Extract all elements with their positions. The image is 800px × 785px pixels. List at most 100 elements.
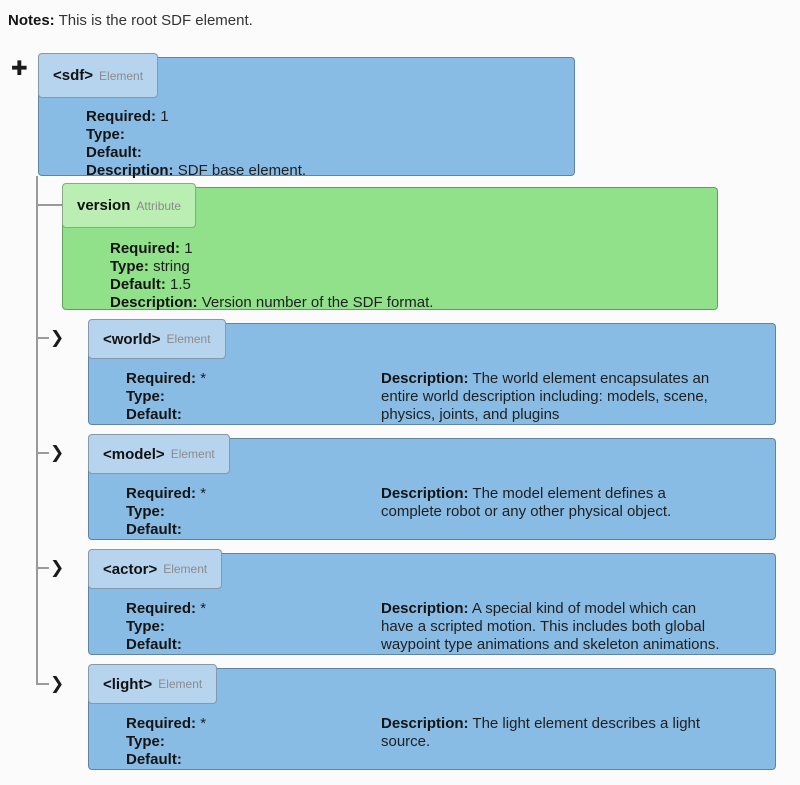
- type-row: Type:: [86, 126, 562, 144]
- tree-branch-actor: [36, 567, 49, 569]
- expand-chevron-icon-actor[interactable]: ❯: [50, 558, 65, 577]
- description-block: Description: The world element encapsula…: [381, 370, 765, 424]
- attribute-name: version: [77, 197, 131, 214]
- description-line: complete robot or any other physical obj…: [381, 503, 672, 520]
- required-value: *: [200, 715, 207, 732]
- description-row: Description: The world element encapsula…: [381, 370, 765, 388]
- element-card-model: <model> Element Required: * Type: Defaul…: [88, 434, 776, 540]
- tag-kind-label: Element: [99, 68, 144, 83]
- default-label: Default:: [126, 751, 182, 768]
- element-tab-light[interactable]: <light> Element: [88, 664, 218, 704]
- attribute-tab-version[interactable]: version Attribute: [62, 183, 197, 228]
- description-block: Description: A special kind of model whi…: [381, 600, 765, 654]
- description-label: Description:: [381, 485, 469, 502]
- required-value: *: [200, 485, 207, 502]
- type-row: Type:: [126, 503, 761, 521]
- type-label: Type:: [126, 503, 165, 520]
- required-value: *: [200, 370, 207, 387]
- type-row: Type: string: [110, 258, 705, 276]
- tree-branch-world: [36, 337, 49, 339]
- description-value: Version number of the SDF format.: [201, 294, 434, 311]
- default-label: Default:: [110, 276, 166, 293]
- required-row: Required: *: [126, 485, 761, 503]
- type-row: Type:: [126, 388, 761, 406]
- type-value: string: [153, 258, 190, 275]
- description-row: Description: Version number of the SDF f…: [110, 294, 705, 312]
- default-row: Default: 1.5: [110, 276, 705, 294]
- type-label: Type:: [126, 733, 165, 750]
- tag-kind-label: Element: [166, 332, 211, 346]
- required-row: Required: *: [126, 600, 761, 618]
- description-line: The light element describes a light: [472, 715, 701, 732]
- element-card-light: <light> Element Required: * Type: Defaul…: [88, 664, 776, 770]
- element-card-sdf: <sdf> Element Required: 1 Type: Default:…: [38, 53, 575, 179]
- attribute-kind-label: Attribute: [136, 198, 182, 213]
- tag-name: <actor>: [103, 560, 158, 578]
- description-row: Description: The model element defines a: [381, 485, 765, 503]
- element-details: Required: * Type: Default: Description: …: [89, 554, 775, 654]
- default-row: Default:: [126, 406, 761, 424]
- description-line: have a scripted motion. This includes bo…: [381, 618, 706, 635]
- default-label: Default:: [126, 636, 182, 653]
- description-label: Description:: [381, 600, 469, 617]
- notes-label: Notes:: [8, 12, 55, 29]
- required-label: Required:: [126, 600, 197, 617]
- required-label: Required:: [126, 370, 197, 387]
- type-label: Type:: [110, 258, 149, 275]
- required-label: Required:: [110, 240, 181, 257]
- element-tab-actor[interactable]: <actor> Element: [88, 549, 223, 589]
- type-label: Type:: [86, 126, 125, 143]
- expand-chevron-icon-light[interactable]: ❯: [50, 674, 65, 693]
- attribute-card-version: version Attribute Required: 1 Type: stri…: [62, 183, 718, 312]
- tag-name: <model>: [103, 445, 165, 463]
- required-value: *: [200, 600, 207, 617]
- description-label: Description:: [86, 162, 174, 179]
- required-label: Required:: [126, 715, 197, 732]
- expand-chevron-icon-world[interactable]: ❯: [50, 328, 65, 347]
- required-value: 1: [184, 240, 193, 257]
- element-card-world: <world> Element Required: * Type: Defaul…: [88, 319, 776, 425]
- default-row: Default:: [126, 636, 761, 654]
- element-tab-world[interactable]: <world> Element: [88, 319, 226, 359]
- element-tab-sdf[interactable]: <sdf> Element: [38, 53, 159, 98]
- description-row: Description: The light element describes…: [381, 715, 765, 733]
- type-row: Type:: [126, 733, 761, 751]
- notes-line: Notes: This is the root SDF element.: [8, 12, 253, 29]
- element-tab-model[interactable]: <model> Element: [88, 434, 230, 474]
- description-value: SDF base element.: [177, 162, 307, 179]
- description-line: physics, joints, and plugins: [381, 406, 560, 423]
- description-block: Description: The light element describes…: [381, 715, 765, 751]
- description-label: Description:: [381, 370, 469, 387]
- element-details: Required: * Type: Default: Description: …: [89, 669, 775, 769]
- expand-chevron-icon-model[interactable]: ❯: [50, 443, 65, 462]
- required-label: Required:: [126, 485, 197, 502]
- description-block: Description: The model element defines a…: [381, 485, 765, 521]
- tag-name: <light>: [103, 675, 153, 693]
- tag-name: <world>: [103, 330, 161, 348]
- description-label: Description:: [110, 294, 198, 311]
- tag-kind-label: Element: [170, 447, 215, 461]
- description-row: Description: SDF base element.: [86, 162, 562, 180]
- required-row: Required: *: [126, 370, 761, 388]
- notes-text: This is the root SDF element.: [58, 12, 253, 29]
- default-label: Default:: [86, 144, 142, 161]
- type-row: Type:: [126, 618, 761, 636]
- required-row: Required: 1: [86, 108, 562, 126]
- description-line: The model element defines a: [472, 485, 666, 502]
- type-label: Type:: [126, 388, 165, 405]
- attribute-details: Required: 1 Type: string Default: 1.5 De…: [63, 188, 717, 312]
- default-value: 1.5: [170, 276, 191, 293]
- type-label: Type:: [126, 618, 165, 635]
- description-line: The world element encapsulates an: [472, 370, 710, 387]
- element-card-actor: <actor> Element Required: * Type: Defaul…: [88, 549, 776, 655]
- default-row: Default:: [86, 144, 562, 162]
- description-label: Description:: [381, 715, 469, 732]
- collapse-plus-icon[interactable]: ✚: [11, 58, 28, 80]
- default-row: Default:: [126, 751, 761, 769]
- tree-branch-light: [36, 683, 49, 685]
- tree-rail-line: [36, 176, 38, 685]
- default-label: Default:: [126, 521, 182, 538]
- element-details: Required: * Type: Default: Description: …: [89, 324, 775, 424]
- tag-kind-label: Element: [163, 562, 208, 576]
